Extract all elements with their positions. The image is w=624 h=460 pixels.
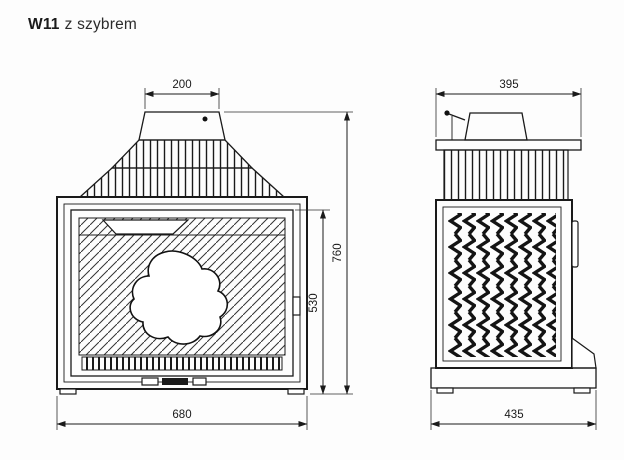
front-hood-fins-lower [78, 167, 286, 198]
model-name: W11 [28, 16, 60, 33]
dim-flue-width: 200 [144, 79, 220, 109]
dim-top-depth-value: 395 [499, 79, 518, 91]
side-door-handle [571, 220, 579, 268]
deflector-plate [101, 219, 190, 235]
front-hood-fins-upper [110, 139, 254, 169]
front-flue-collar [138, 111, 226, 141]
dim-top-depth: 395 [435, 79, 582, 137]
ash-control-right [192, 377, 207, 386]
dim-base-depth-value: 435 [504, 409, 523, 421]
dim-overall-height: 760 [224, 111, 353, 395]
flame-cutout [129, 250, 229, 345]
model-variant: z szybrem [64, 16, 138, 33]
ash-control-center [162, 378, 188, 385]
front-door-handle [292, 296, 301, 316]
side-base [430, 367, 597, 389]
dim-overall-width-value: 680 [172, 409, 191, 421]
side-top-plate [435, 139, 582, 151]
front-body-frame [56, 196, 308, 390]
front-grate [81, 356, 283, 371]
side-foot-rear [573, 387, 591, 394]
side-hood-fins [443, 149, 569, 201]
side-rear-extension [571, 336, 597, 369]
front-foot-left [59, 388, 77, 395]
side-flue-collar [464, 112, 528, 141]
damper-lever [448, 113, 466, 121]
damper-lever-knob [444, 110, 450, 116]
front-view: 200 760 530 680 [56, 79, 353, 430]
dim-base-depth: 435 [430, 390, 597, 430]
dim-firebox-height-value: 530 [308, 293, 320, 312]
dim-flue-width-value: 200 [172, 79, 191, 91]
dim-overall-height-value: 760 [332, 243, 344, 262]
front-door-frame [70, 209, 294, 377]
dim-firebox-height: 530 [295, 209, 330, 395]
flue-damper-knob [202, 116, 208, 122]
side-view: 395 435 [430, 79, 597, 430]
side-foot-front [436, 387, 454, 394]
front-foot-right [287, 388, 305, 395]
side-body-inner [442, 206, 562, 362]
dim-overall-width: 680 [56, 396, 308, 430]
side-body-texture [448, 213, 556, 357]
ash-control-left [141, 377, 159, 386]
